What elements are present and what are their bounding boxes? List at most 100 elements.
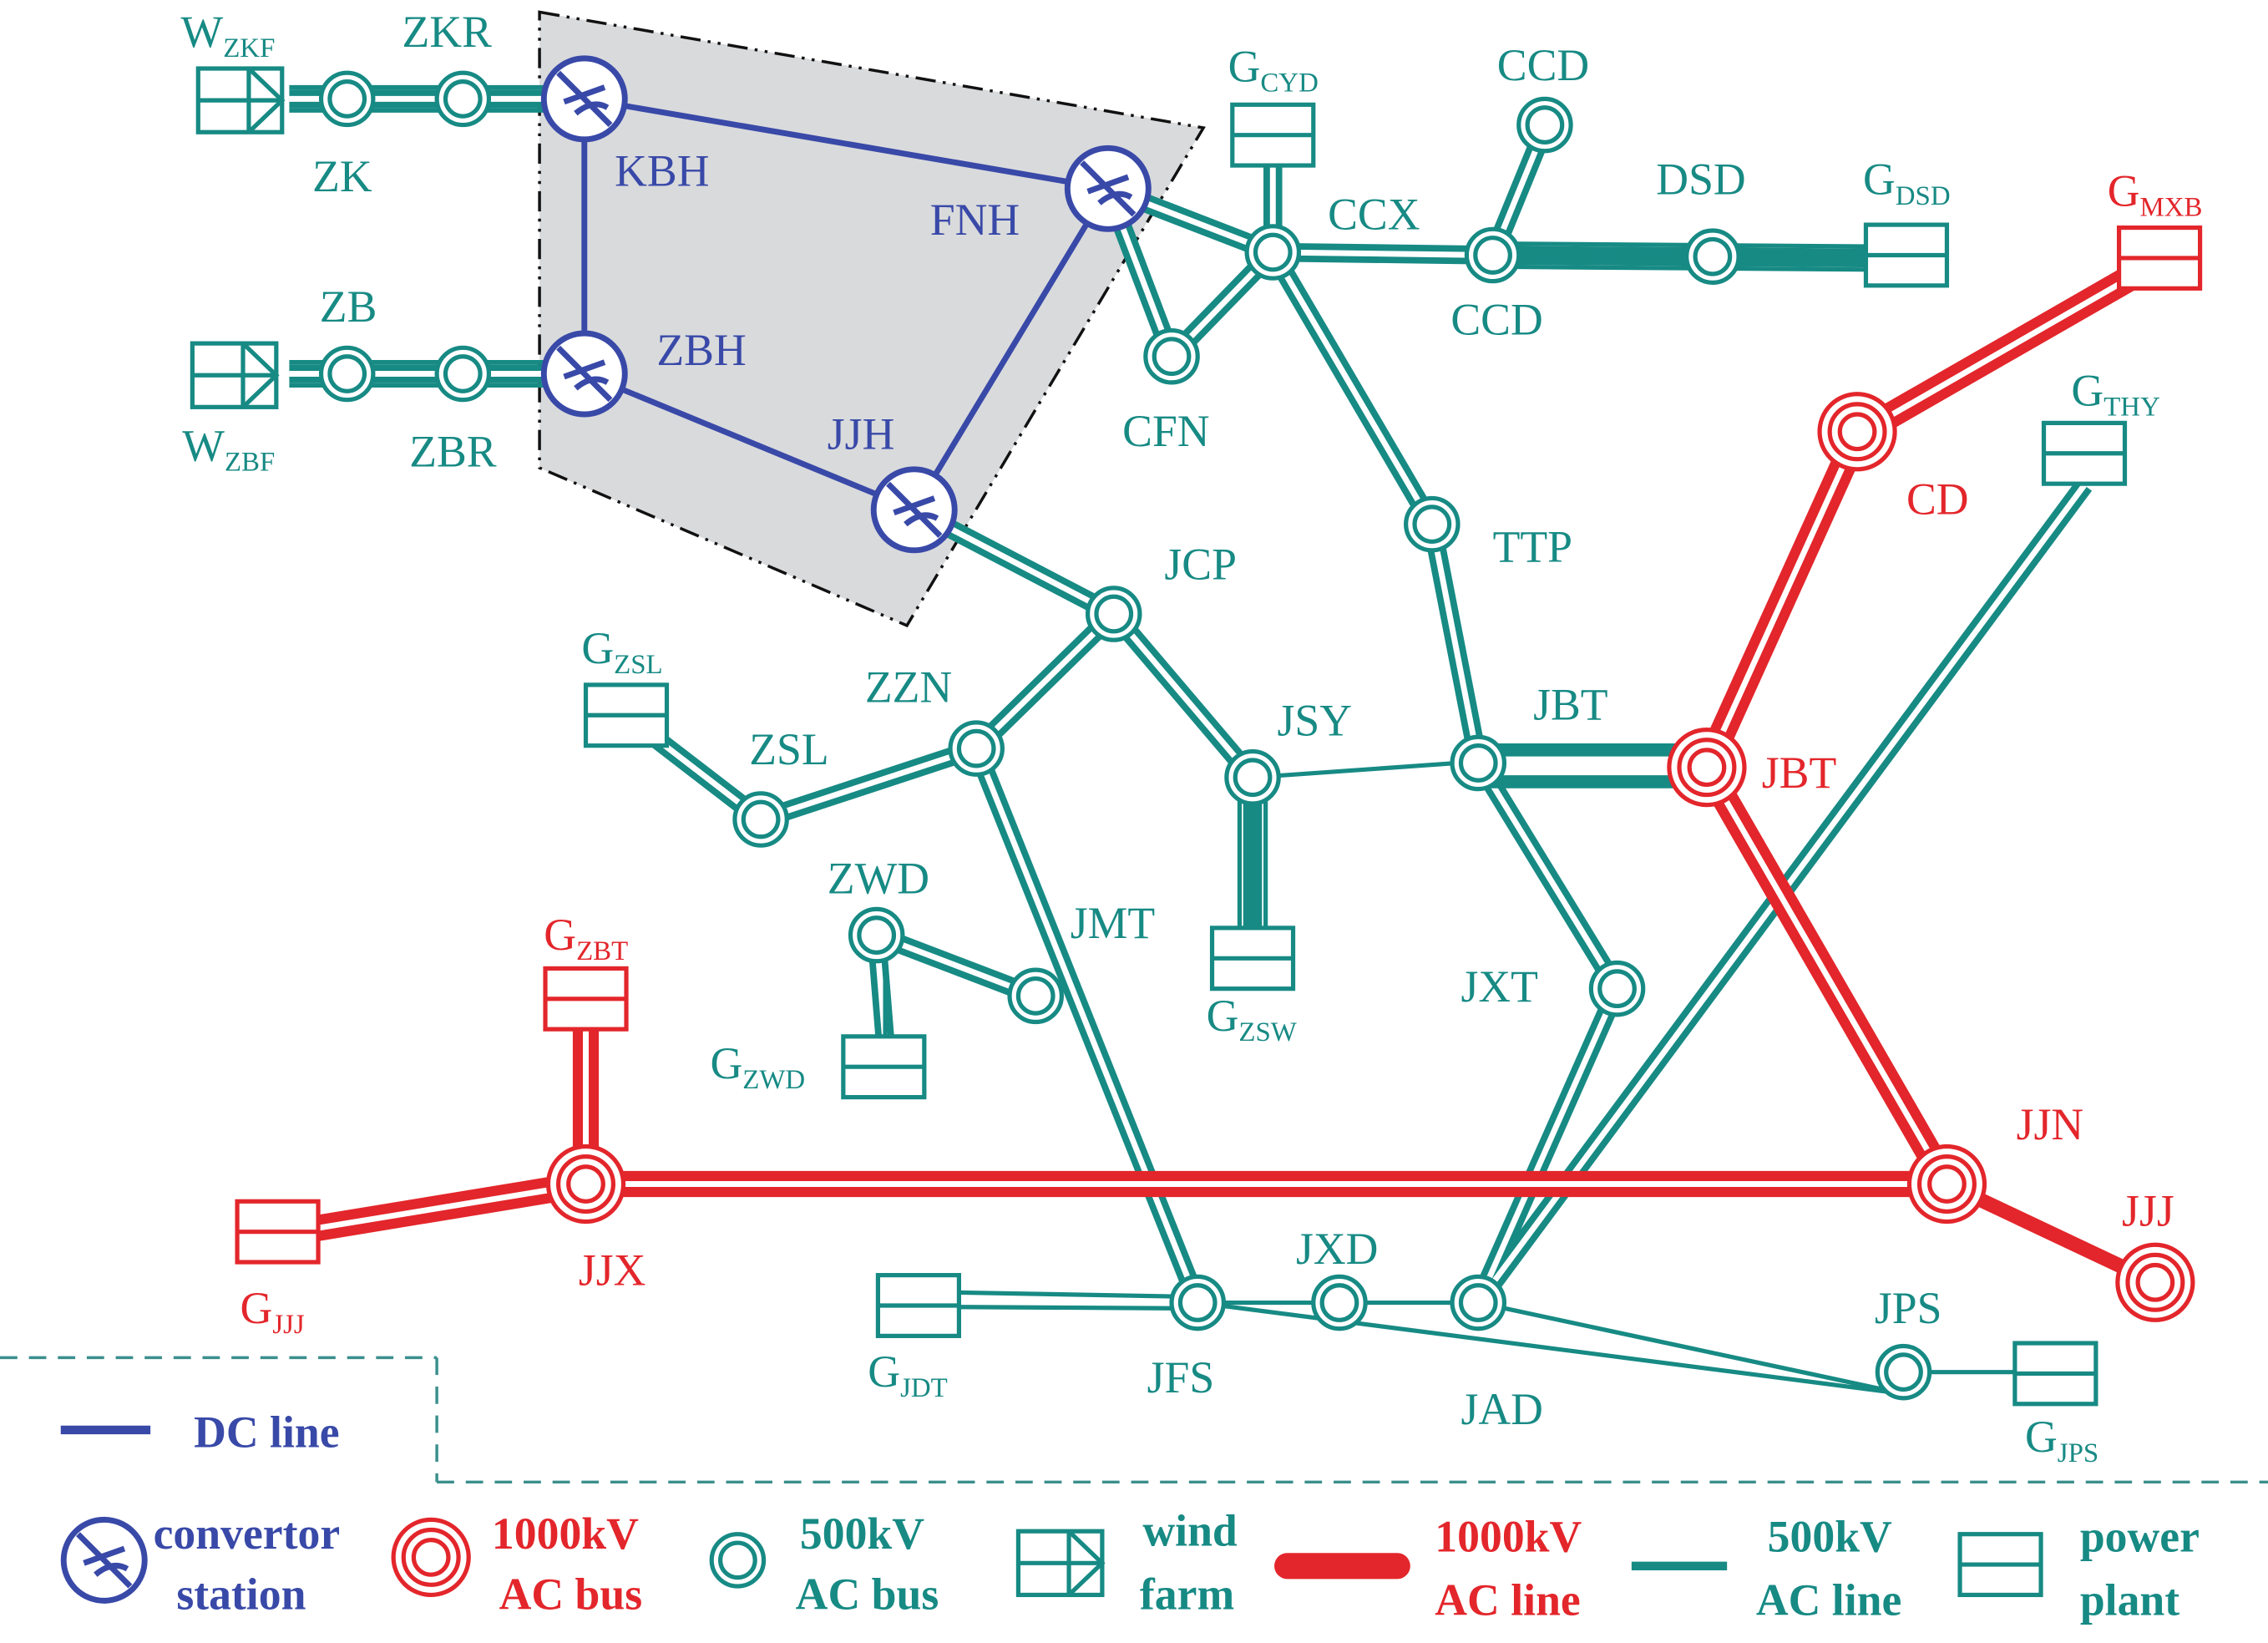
bus-zk: [318, 70, 376, 128]
plant-gzsw: [1209, 925, 1296, 991]
legend-ac1000-line-label-2: AC line: [1435, 1575, 1580, 1625]
label-jfs: JFS: [1147, 1352, 1215, 1402]
ac1000-lines: [276, 249, 2166, 1290]
label-zbr: ZBR: [409, 426, 497, 476]
legend: DC line convertor station 1000kV AC bus …: [60, 1407, 2200, 1625]
label-jjh: JJH: [828, 409, 895, 459]
label-zbh: ZBH: [656, 325, 746, 375]
legend-ac500-bus-icon: [709, 1532, 767, 1589]
bus-jsy: [1224, 748, 1281, 806]
legend-ac1000-bus-icon: [391, 1517, 471, 1598]
plant-gjjj: [235, 1199, 321, 1265]
bus-cfn: [1143, 327, 1200, 385]
label-jjn: JJN: [2017, 1099, 2084, 1149]
label-kbh: KBH: [615, 145, 709, 195]
label-gjdt: GJDT: [868, 1346, 947, 1403]
label-gjjj: GJJJ: [240, 1283, 305, 1340]
label-jxt: JXT: [1461, 961, 1537, 1012]
legend-ac1000-bus-label-2: AC bus: [499, 1569, 643, 1620]
plant-gzbt: [543, 966, 629, 1032]
label-cfn: CFN: [1122, 406, 1209, 456]
bus-jbt-1000: [1667, 728, 1747, 808]
bus-jcp: [1085, 586, 1142, 642]
plant-gzwd: [841, 1034, 927, 1100]
bus-jps: [1875, 1343, 1932, 1401]
power-plants-1000kv: [235, 225, 2203, 1265]
label-jmt: JMT: [1071, 898, 1155, 948]
label-jjj: JJJ: [2122, 1186, 2174, 1236]
ac1000-buses: [545, 392, 2195, 1322]
plant-gjdt: [875, 1273, 962, 1338]
plant-gmxb: [2116, 225, 2203, 291]
label-ccd-top: CCD: [1497, 40, 1589, 90]
legend-ac500-bus-label-1: 500kV: [800, 1509, 924, 1559]
bus-zwd: [848, 906, 905, 964]
bus-zkr: [434, 70, 492, 128]
label-zkr: ZKR: [402, 7, 493, 57]
dc-line-zbh-jjh: [583, 371, 916, 513]
label-zb: ZB: [320, 281, 377, 332]
legend-ac500-line-label-2: AC line: [1756, 1575, 1901, 1625]
label-ttp: TTP: [1493, 522, 1572, 572]
bus-ccx: [1244, 224, 1302, 281]
label-zsl: ZSL: [749, 724, 828, 774]
bus-zsl: [732, 791, 789, 848]
bus-zzn: [948, 720, 1005, 777]
legend-ac1000-bus-label-1: 1000kV: [492, 1509, 639, 1559]
bus-jmt: [1007, 967, 1064, 1025]
node-labels: ZKR ZK ZB ZBR KBH FNH ZBH JJH CCX CCD CC…: [312, 7, 2174, 1434]
label-jsy: JSY: [1277, 696, 1352, 746]
label-fnh: FNH: [930, 195, 1020, 245]
power-plants-500kv: [583, 102, 2128, 1407]
bus-jfs: [1169, 1274, 1226, 1331]
legend-convertor-icon: [60, 1516, 148, 1604]
convertor-kbh: [540, 55, 628, 143]
bus-ccd: [1464, 226, 1521, 284]
legend-wind-farm-icon: [1015, 1529, 1106, 1598]
legend-convertor-label-1: convertor: [154, 1509, 341, 1559]
label-gcyd: GCYD: [1228, 42, 1319, 99]
bus-zbr: [434, 345, 492, 403]
label-wzkf: WZKF: [181, 7, 276, 63]
label-zwd: ZWD: [828, 853, 929, 903]
legend-wind-label-2: farm: [1140, 1569, 1234, 1620]
ac500-buses: [318, 70, 1932, 1401]
bus-zb: [318, 345, 376, 403]
label-jad: JAD: [1461, 1384, 1542, 1434]
wind-farm-wzbf: [190, 341, 280, 409]
label-jps: JPS: [1875, 1283, 1942, 1333]
bus-jad: [1450, 1274, 1507, 1331]
label-dsd: DSD: [1656, 155, 1745, 205]
dc-line-kbh-fnh: [584, 95, 1109, 192]
plant-gcyd: [1230, 102, 1316, 168]
legend-convertor-label-2: station: [176, 1569, 306, 1620]
label-gzbt: GZBT: [544, 910, 628, 966]
bus-dsd: [1684, 228, 1741, 285]
label-zzn: ZZN: [865, 662, 952, 712]
label-jcp: JCP: [1164, 539, 1237, 589]
bus-ttp: [1404, 495, 1461, 553]
label-gdsd: GDSD: [1863, 155, 1951, 211]
legend-power-plant-icon: [1957, 1532, 2043, 1598]
legend-ac500-bus-label-2: AC bus: [796, 1569, 939, 1620]
wind-farm-wzkf: [195, 66, 286, 134]
label-gzwd: GZWD: [710, 1038, 805, 1095]
legend-plant-label-2: plant: [2080, 1575, 2179, 1625]
convertor-fnh: [1064, 145, 1152, 232]
label-jxd: JXD: [1296, 1224, 1378, 1274]
plant-gdsd: [1863, 222, 1950, 288]
label-gthy: GTHY: [2071, 366, 2159, 423]
dc-lines: [581, 95, 1111, 513]
plant-gzsl: [583, 682, 670, 748]
label-cd: CD: [1906, 474, 1969, 525]
convertor-zbh: [540, 330, 628, 418]
plant-gthy: [2041, 420, 2128, 486]
plant-gjps: [2012, 1341, 2098, 1407]
dc-line-jjh-fnh: [911, 186, 1111, 512]
label-wzbf: WZBF: [182, 420, 275, 477]
bus-ccd-top: [1516, 96, 1573, 154]
bus-jxd: [1311, 1274, 1368, 1331]
bus-cd-1000: [1817, 392, 1897, 472]
